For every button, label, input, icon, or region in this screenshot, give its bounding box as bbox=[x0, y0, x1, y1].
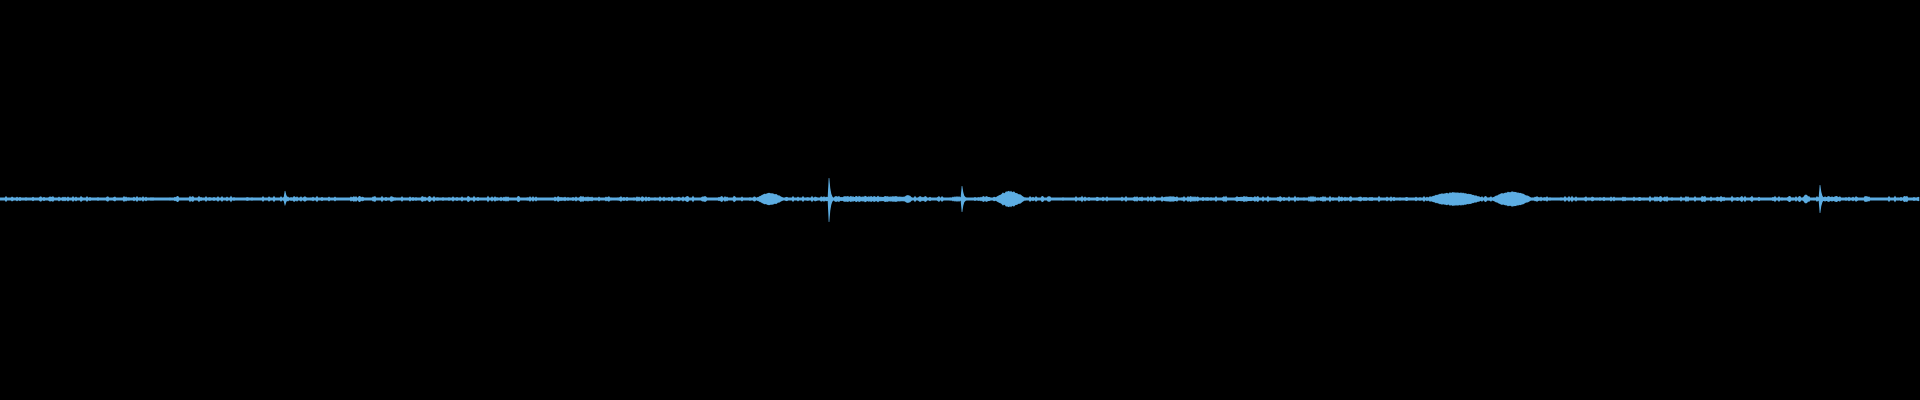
waveform-trace bbox=[0, 177, 1920, 223]
